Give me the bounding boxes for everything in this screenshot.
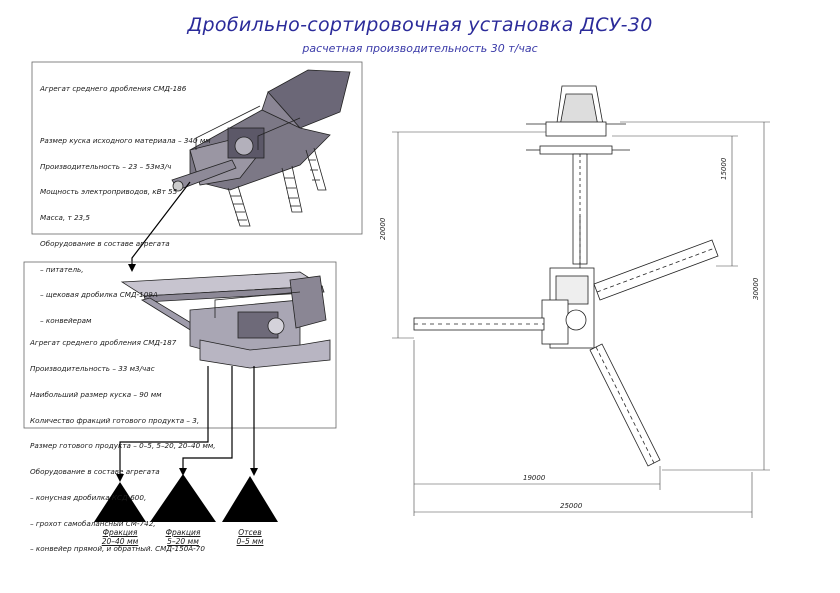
fraction-name: Фракция: [165, 528, 201, 537]
unit2-line: Оборудование в составе агрегата: [30, 467, 160, 477]
fraction-name: Фракция: [102, 528, 138, 537]
fraction-label-20-40: Фракция 20–40 мм: [80, 528, 160, 546]
unit1-line: Производительность – 23 – 53м3/ч: [40, 161, 172, 171]
flow-line-fraction-20-40: [116, 366, 209, 482]
unit1-line: Размер куска исходного материала – 340 м…: [40, 135, 211, 145]
unit2-description: Агрегат среднего дробления СМД-187 Произ…: [30, 322, 216, 571]
unit1-line: Масса, т 23,5: [40, 213, 90, 223]
dimension-20000: 20000: [379, 217, 387, 240]
unit2-machine-drawing: [120, 271, 331, 369]
unit1-line: – конвейерам: [40, 316, 92, 326]
unit2-box: [23, 261, 337, 429]
plan-view-drawing: [413, 85, 719, 467]
dimension-lines: [392, 121, 770, 518]
unit2-line: – конвейер прямой, и обратный. СМД-150А-…: [30, 544, 205, 554]
unit1-box: [31, 61, 363, 235]
fraction-name: Отсев: [238, 528, 262, 537]
unit2-line: Размер готового продукта – 0–5, 5–20, 20…: [30, 441, 216, 451]
unit1-machine-drawing: [171, 69, 351, 227]
unit1-line: Оборудование в составе агрегата: [40, 238, 170, 248]
dimension-15000: 15000: [720, 157, 728, 180]
diagram-subtitle: расчетная производительность 30 т/час: [302, 42, 538, 55]
unit1-line: – питатель,: [40, 264, 84, 274]
dimension-25000: 25000: [560, 502, 583, 510]
flow-arrow-unit1-to-unit2: [128, 181, 191, 272]
fraction-size: 20–40 мм: [101, 537, 139, 546]
unit2-line: Агрегат среднего дробления СМД-187: [30, 338, 177, 348]
unit1-description: Агрегат среднего дробления СМД-186 Разме…: [40, 68, 211, 343]
unit2-line: Количество фракций готового продукта – 3…: [30, 415, 200, 425]
flow-line-fraction-5-20: [179, 366, 233, 476]
diagram-title: Дробильно-сортировочная установка ДСУ-30: [187, 14, 653, 36]
unit1-line: Мощность электроприводов, кВт 55: [40, 187, 178, 197]
unit2-line: – грохот самобалансный СМ-742,: [30, 518, 156, 528]
fraction-size: 5–20 мм: [167, 537, 199, 546]
dimension-19000: 19000: [523, 474, 546, 482]
pile-fraction-0-5: [222, 476, 278, 522]
fraction-size: 0–5 мм: [236, 537, 264, 546]
dimension-30000: 30000: [752, 277, 760, 300]
unit1-line: – щековая дробилка СМД-109А: [40, 290, 158, 300]
pile-fraction-5-20: [150, 474, 216, 522]
pile-fraction-20-40: [94, 482, 146, 522]
unit2-line: Наибольший размер куска – 90 мм: [30, 389, 162, 399]
unit2-line: Производительность – 33 м3/час: [30, 363, 155, 373]
unit2-line: – конусная дробилка КСД-600,: [30, 492, 147, 502]
unit1-line: Агрегат среднего дробления СМД-186: [40, 84, 187, 94]
unit1-line: [40, 111, 211, 120]
fraction-label-5-20: Фракция 5–20 мм: [143, 528, 223, 546]
fraction-label-0-5: Отсев 0–5 мм: [210, 528, 290, 546]
